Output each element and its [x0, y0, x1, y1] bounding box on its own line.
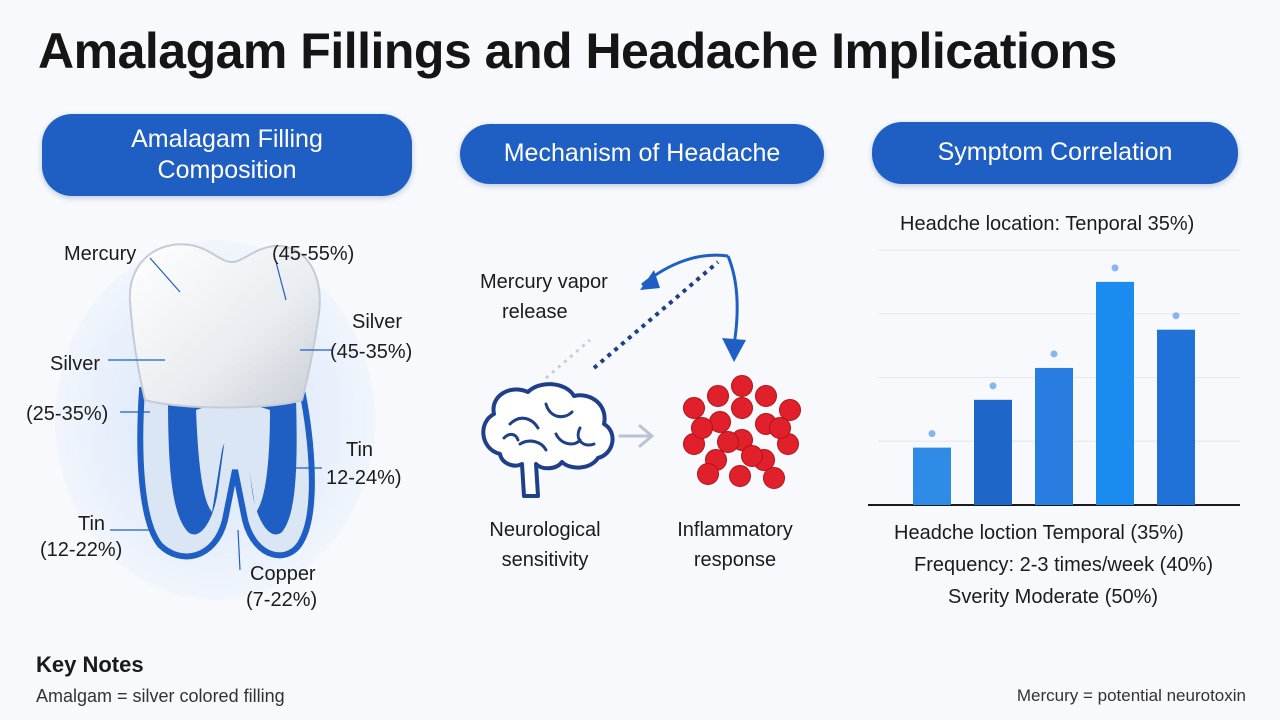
- label-silver-left-pct: (25-35%): [26, 403, 109, 425]
- composition-heading: Amalagam Filling Composition: [42, 114, 412, 196]
- label-tin-left-pct: (12-22%): [40, 539, 123, 561]
- key-notes-right: Mercury = potential neurotoxin: [1016, 686, 1246, 705]
- mechanism-heading: Mechanism of Headache: [460, 124, 824, 184]
- red-blood-cell: [741, 445, 763, 467]
- chart-caption: Headche location: Tenporal 35%): [900, 213, 1195, 235]
- chart-bar-marker: [1111, 264, 1119, 272]
- chart-bar: [1035, 367, 1073, 505]
- red-blood-cell: [779, 399, 801, 421]
- label-tin-right-pct: 12-24%): [326, 467, 402, 489]
- chart-bar-marker: [1050, 350, 1058, 358]
- stat-location: Headche loction Temporal (35%): [894, 522, 1184, 544]
- arrow-icon-left-head: [640, 270, 660, 290]
- label-inflam-line1: Inflammatory: [677, 519, 793, 541]
- symptom-heading: Symptom Correlation: [872, 122, 1238, 184]
- key-notes-left: Amalgam = silver colored filling: [36, 686, 285, 706]
- label-copper: Copper: [250, 563, 316, 585]
- label-silver-right-pct: (45-35%): [330, 341, 413, 363]
- page-title: Amalagam Fillings and Headache Implicati…: [38, 23, 1117, 79]
- red-blood-cell: [731, 375, 753, 397]
- symptom-heading-text: Symptom Correlation: [937, 138, 1173, 167]
- label-inflam-line2: response: [693, 549, 777, 571]
- red-blood-cell: [683, 397, 705, 419]
- label-mercury: Mercury: [64, 243, 137, 265]
- red-blood-cell: [707, 385, 729, 407]
- chart-bar-marker: [928, 430, 936, 438]
- label-copper-pct: (7-22%): [246, 589, 318, 611]
- red-blood-cell: [717, 431, 739, 453]
- red-blood-cell: [755, 385, 777, 407]
- stat-severity: Sverity Moderate (50%): [948, 586, 1159, 608]
- chart-bar: [974, 399, 1012, 505]
- arrow-icon-down-head: [722, 338, 746, 362]
- tooth-core-inner: [196, 404, 270, 512]
- red-blood-cell: [769, 417, 791, 439]
- label-tin-left: Tin: [78, 513, 106, 535]
- tooth-crown: [128, 243, 321, 409]
- red-blood-cells-icon: [683, 375, 801, 489]
- composition-heading-line1: Amalagam Filling: [131, 124, 323, 153]
- chart-bar-marker: [1172, 312, 1180, 320]
- chart-bar-marker: [989, 382, 997, 390]
- mechanism-heading-text: Mechanism of Headache: [503, 139, 781, 168]
- red-blood-cell: [729, 465, 751, 487]
- label-neuro-line2: sensitivity: [501, 549, 589, 571]
- red-blood-cell: [763, 467, 785, 489]
- red-blood-cell: [731, 397, 753, 419]
- stat-frequency: Frequency: 2-3 times/week (40%): [914, 554, 1214, 576]
- red-blood-cell: [697, 463, 719, 485]
- label-mercury-pct: (45-55%): [272, 243, 355, 265]
- key-notes-heading: Key Notes: [36, 652, 144, 677]
- label-vapor-line1: Mercury vapor: [480, 271, 608, 293]
- composition-heading-line2: Composition: [157, 156, 297, 184]
- red-blood-cell: [691, 417, 713, 439]
- vapor-down-arrow: [726, 255, 739, 346]
- label-silver-right: Silver: [352, 311, 403, 333]
- chart-bar: [1157, 329, 1195, 505]
- arrow-icon-faint: [618, 424, 655, 448]
- vapor-dotted-line: [592, 260, 720, 370]
- mercury-pct-leader: [275, 261, 287, 301]
- mercury-leader: [149, 257, 181, 293]
- label-vapor-line2: release: [502, 301, 568, 323]
- chart-bar: [1096, 281, 1134, 505]
- copper-leader: [237, 529, 241, 571]
- label-silver-left: Silver: [50, 353, 101, 375]
- brain-icon: [481, 382, 615, 498]
- chart-bar: [913, 447, 951, 505]
- vapor-dotted-fade: [545, 338, 591, 380]
- label-tin-right: Tin: [346, 439, 374, 461]
- label-neuro-line1: Neurological: [489, 519, 601, 541]
